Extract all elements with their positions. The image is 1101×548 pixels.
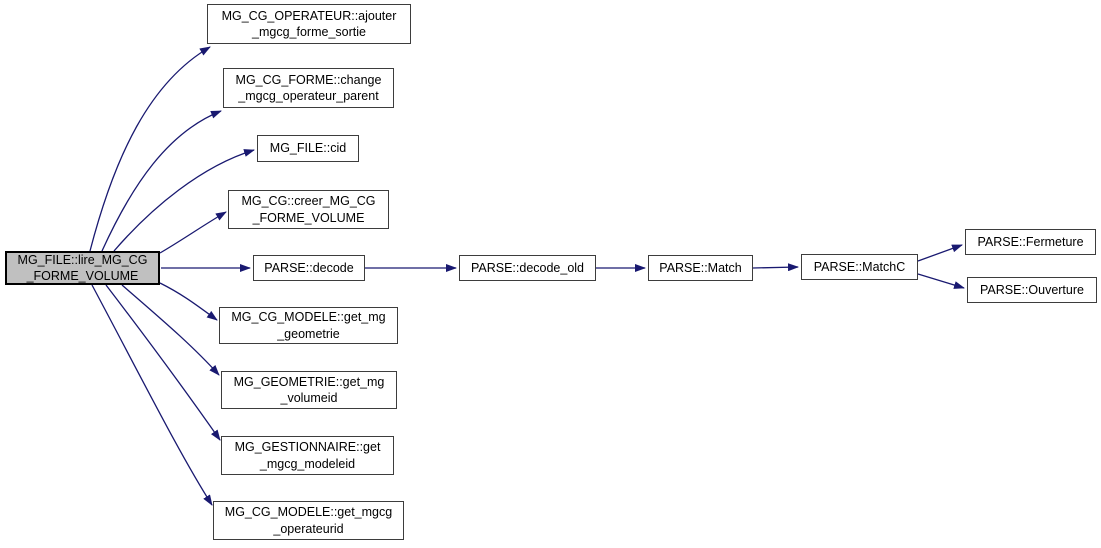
graph-node-ouverture[interactable]: PARSE::Ouverture: [967, 277, 1097, 303]
call-edge-matchc-to-ouverture: [917, 273, 965, 289]
graph-node-ajouter[interactable]: MG_CG_OPERATEUR::ajouter _mgcg_forme_sor…: [207, 4, 411, 44]
call-edge-root-to-volumeid: [121, 284, 220, 376]
call-edge-root-to-creer: [159, 211, 227, 254]
call-edge-root-to-modeleid: [105, 284, 221, 441]
call-edge-root-to-cid: [113, 149, 255, 252]
graph-node-matchc[interactable]: PARSE::MatchC: [801, 254, 918, 280]
graph-node-geometrie[interactable]: MG_CG_MODELE::get_mg _geometrie: [219, 307, 398, 344]
call-edge-root-to-operateurid: [91, 284, 213, 506]
graph-node-fermeture[interactable]: PARSE::Fermeture: [965, 229, 1096, 255]
graph-node-cid[interactable]: MG_FILE::cid: [257, 135, 359, 162]
graph-node-modeleid[interactable]: MG_GESTIONNAIRE::get _mgcg_modeleid: [221, 436, 394, 475]
call-edge-root-to-change: [101, 110, 222, 252]
graph-node-decode_old[interactable]: PARSE::decode_old: [459, 255, 596, 281]
graph-node-volumeid[interactable]: MG_GEOMETRIE::get_mg _volumeid: [221, 371, 397, 409]
graph-node-decode[interactable]: PARSE::decode: [253, 255, 365, 281]
graph-node-creer[interactable]: MG_CG::creer_MG_CG _FORME_VOLUME: [228, 190, 389, 229]
call-edge-root-to-geometrie: [159, 282, 218, 321]
call-edge-root-to-ajouter: [89, 46, 211, 252]
graph-node-root: MG_FILE::lire_MG_CG _FORME_VOLUME: [5, 251, 160, 285]
graph-node-change[interactable]: MG_CG_FORME::change _mgcg_operateur_pare…: [223, 68, 394, 108]
call-edge-match-to-matchc: [752, 263, 799, 272]
graph-node-match[interactable]: PARSE::Match: [648, 255, 753, 281]
call-edge-matchc-to-fermeture: [917, 244, 963, 262]
graph-node-operateurid[interactable]: MG_CG_MODELE::get_mgcg _operateurid: [213, 501, 404, 540]
